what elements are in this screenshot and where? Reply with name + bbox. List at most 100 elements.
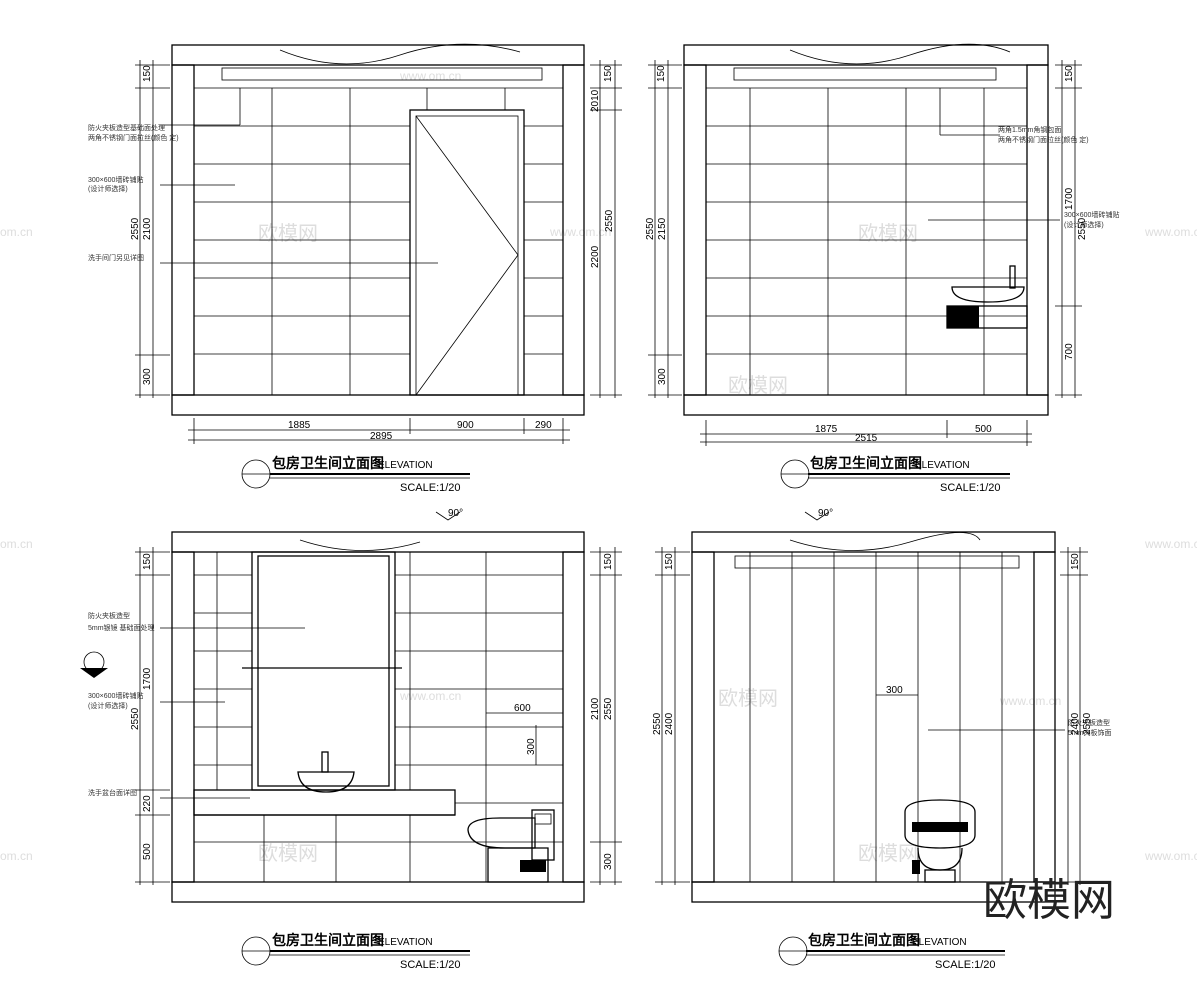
watermark-site: www.om.cn [999,694,1061,708]
watermark-site: www.om.cn [399,689,461,703]
left-wall-hatch [171,551,195,883]
dim-label: 1700 [1064,187,1075,210]
left-wall-hatch [171,64,195,396]
right-dimension-lines [1060,547,1088,885]
drawing-title: 包房卫生间立面图 [272,455,384,471]
dim-label: 2550 [652,712,663,735]
drawing-scale: SCALE:1/20 [935,959,996,971]
dim-label: 2550 [604,209,615,232]
brand-logo: 欧模网 [983,876,1115,925]
left-dimension-lines [135,60,170,398]
right-dimension-lines [590,60,622,398]
dim-label: 2150 [657,217,668,240]
dim-label: 300 [142,368,153,385]
watermark-site: om.cn [0,849,33,863]
dim-label: 600 [514,703,531,714]
left-dimension-lines [648,60,682,398]
dim-label: 2895 [370,431,393,442]
annotation: 300×600墙砖铺贴 [88,691,143,700]
drawing-scale: SCALE:1/20 [940,482,1001,494]
dim-label: 2550 [130,217,141,240]
wash-basin [297,771,355,793]
vanity-drawer [947,306,979,328]
watermark-text: 欧模网 [258,222,318,245]
break-line [279,43,521,65]
curtain-rail [221,67,543,81]
watermark-text: 欧模网 [858,842,918,865]
dim-label: 2550 [130,707,141,730]
panel-strips [749,552,1003,882]
toilet [467,809,555,883]
floor-band [683,394,1049,416]
dim-label: 150 [142,553,153,570]
dim-label: 2550 [645,217,656,240]
drawing-title: 包房卫生间立面图 [272,932,384,948]
dim-label: 900 [457,420,474,431]
ceiling-band [171,531,585,553]
mirror-panel [251,551,396,791]
drawing-subtitle: ELEVATION [915,460,970,471]
curtain-rail [733,67,997,81]
annotation: (设计师选择) [1064,220,1104,229]
annotation: 两角1.5mm角钢包面 [998,125,1061,134]
wash-basin [951,286,1025,303]
dim-label: 2550 [603,697,614,720]
annotation: 洗手间门另见详图 [88,253,144,262]
dim-label: 500 [975,424,992,435]
drawing-subtitle: ELEVATION [378,937,433,948]
faucet [1009,265,1016,289]
faucet [321,751,329,773]
dim-label: 2100 [590,697,601,720]
annotation: 300×600墙砖铺贴 [1064,210,1119,219]
dim-label: 2010 [590,89,601,112]
dim-label: 1700 [142,667,153,690]
dim-label: 300 [657,368,668,385]
level-marker [80,651,108,678]
right-wall-hatch [562,551,585,883]
door-leaf [415,115,519,396]
ceiling-band [691,531,1056,553]
drawing-subtitle: ELEVATION [378,460,433,471]
leader-lines [160,88,438,264]
dim-label: 290 [535,420,552,431]
annotation: (设计师选择) [88,184,128,193]
drawing-title: 包房卫生间立面图 [810,455,922,471]
drawing-scale: SCALE:1/20 [400,959,461,971]
leader-lines [928,88,1060,221]
ceiling-band [171,44,585,66]
left-wall-hatch [683,64,707,396]
annotation: 防火夹板造型 [1068,718,1110,727]
curtain-rail [734,555,1020,569]
elevation-panel-b: 两角1.5mm角钢包面 两角不锈钢门面拉丝(颜色 定) 300×600墙砖铺贴 … [645,43,1119,494]
annotation: 两角不锈钢门面拉丝(颜色 定) [998,135,1089,144]
tile-grid [194,87,563,395]
dim-label: 150 [1064,65,1075,82]
watermark-site: www.om.cn [1144,849,1197,863]
break-line [789,532,981,551]
watermark-text: 欧模网 [728,374,788,397]
annotation: 防火夹板造型 [88,611,130,620]
right-wall-hatch [1026,64,1049,396]
dim-label: 1875 [815,424,838,435]
dim-label: 2515 [855,433,878,444]
watermark-site: www.om.cn [549,225,611,239]
annotation: 5mm夹板饰面 [1068,728,1112,737]
dim-label: 300 [603,853,614,870]
watermark-text: 欧模网 [258,842,318,865]
drawing-title: 包房卫生间立面图 [808,932,920,948]
dim-label: 220 [142,795,153,812]
left-dimension-lines [135,547,170,885]
mirror-inner-frame [257,555,390,787]
watermark-site: www.om.cn [1144,225,1197,239]
floor-band [171,881,585,903]
ceiling-band [683,44,1049,66]
annotation: 防火夹板造型基础面处理 [88,123,165,132]
watermark-site: www.om.cn [399,69,461,83]
door-swing [415,115,519,396]
dim-label: 2100 [142,217,153,240]
dim-label: 300 [526,738,537,755]
annotation: (设计师选择) [88,701,128,710]
angle-label: 90° [818,508,833,519]
watermark-text: 欧模网 [858,222,918,245]
dim-label: 150 [603,553,614,570]
